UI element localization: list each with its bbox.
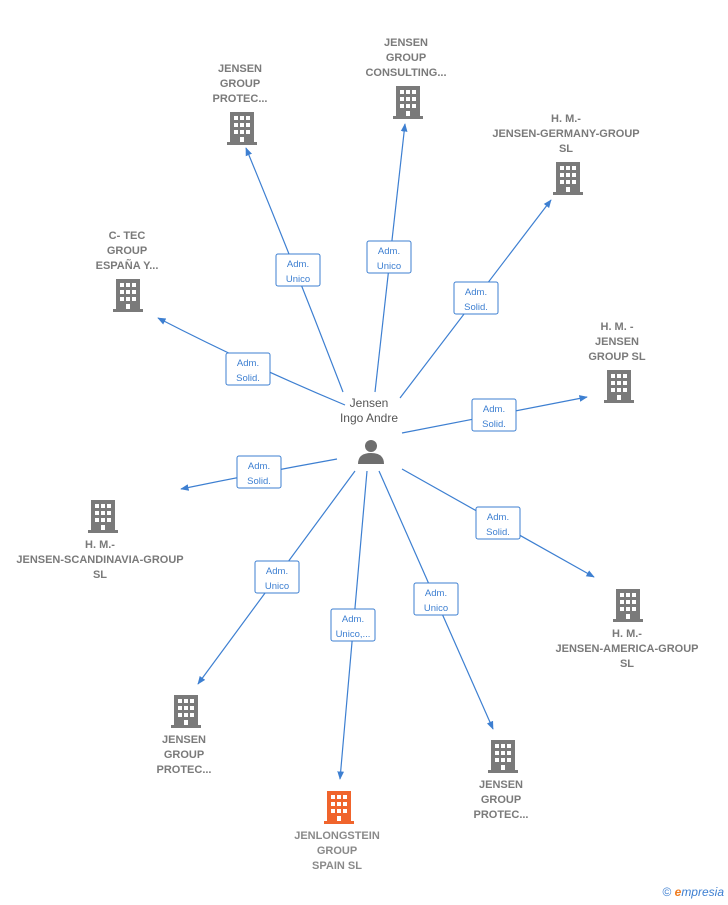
company-name-line: H. M. - (601, 321, 634, 333)
building-icon[interactable] (553, 162, 583, 195)
company-name-line: JENSEN-SCANDINAVIA-GROUP (16, 554, 183, 566)
relation-text: Adm. (487, 512, 509, 523)
building-icon[interactable] (88, 500, 118, 533)
building-icon[interactable] (113, 279, 143, 312)
company-name-line: H. M.- (551, 113, 581, 125)
company-name-n10[interactable]: JENSEN GROUP PROTEC... (473, 779, 528, 821)
company-name-n9[interactable]: JENLONGSTEIN GROUP SPAIN SL (294, 830, 380, 872)
company-name-n5[interactable]: H. M. - JENSEN GROUP SL (588, 321, 646, 363)
company-name-line: GROUP (386, 52, 426, 64)
company-name-line: JENSEN (479, 779, 523, 791)
relation-label-n7[interactable]: Adm. Solid. (475, 506, 521, 540)
company-name-line: PROTEC... (212, 93, 267, 105)
relation-label-n10[interactable]: Adm. Unico (413, 582, 459, 616)
relation-text: Adm. (425, 588, 447, 599)
relation-label-n3[interactable]: Adm. Solid. (453, 281, 499, 315)
company-name-n1[interactable]: JENSEN GROUP PROTEC... (212, 63, 267, 105)
copyright-symbol: © (662, 885, 672, 899)
company-name-line: JENLONGSTEIN (294, 830, 380, 842)
company-name-line: JENSEN-GERMANY-GROUP (492, 128, 639, 140)
company-name-n8[interactable]: JENSEN GROUP PROTEC... (156, 734, 211, 776)
relation-text: Adm. (287, 259, 309, 270)
company-name-line: PROTEC... (156, 764, 211, 776)
relation-label-n2[interactable]: Adm. Unico (366, 240, 412, 274)
relation-text: Unico,... (336, 629, 371, 640)
company-name-line: SL (559, 143, 573, 155)
company-name-line: GROUP SL (588, 351, 646, 363)
company-name-line: SL (620, 658, 634, 670)
relation-label-n8[interactable]: Adm. Unico (254, 560, 300, 594)
relation-text: Adm. (237, 358, 259, 369)
relation-text: Solid. (236, 373, 260, 384)
company-name-line: GROUP (220, 78, 260, 90)
company-name-n3[interactable]: H. M.- JENSEN-GERMANY-GROUP SL (492, 113, 639, 155)
company-name-line: GROUP (481, 794, 521, 806)
person-name-line: Ingo Andre (340, 411, 398, 425)
building-icon[interactable] (488, 740, 518, 773)
company-name-line: PROTEC... (473, 809, 528, 821)
company-name-line: JENSEN-AMERICA-GROUP (555, 643, 698, 655)
building-icon[interactable] (324, 791, 354, 824)
company-name-line: GROUP (317, 845, 357, 857)
company-name-line: JENSEN (162, 734, 206, 746)
company-name-n6[interactable]: H. M.- JENSEN-SCANDINAVIA-GROUP SL (16, 539, 183, 581)
person-name-line: Jensen (350, 396, 389, 410)
relation-text: Solid. (464, 302, 488, 313)
relation-text: Solid. (247, 476, 271, 487)
relation-label-n6[interactable]: Adm. Solid. (236, 455, 282, 489)
relation-label-n1[interactable]: Adm. Unico (275, 253, 321, 287)
company-name-n2[interactable]: JENSEN GROUP CONSULTING... (365, 37, 446, 79)
relation-text: Unico (377, 261, 401, 272)
company-name-line: SL (93, 569, 107, 581)
relation-text: Adm. (266, 566, 288, 577)
relation-text: Unico (265, 581, 289, 592)
company-name-line: GROUP (164, 749, 204, 761)
relation-label-n5[interactable]: Adm. Solid. (471, 398, 517, 432)
brand-initial: e (674, 885, 682, 899)
relation-text: Adm. (465, 287, 487, 298)
company-name-line: H. M.- (612, 628, 642, 640)
relation-label-n4[interactable]: Adm. Solid. (225, 352, 271, 386)
company-name-line: H. M.- (85, 539, 115, 551)
building-icon[interactable] (171, 695, 201, 728)
relation-text: Unico (424, 603, 448, 614)
company-name-line: SPAIN SL (312, 860, 362, 872)
building-icon[interactable] (613, 589, 643, 622)
relation-text: Solid. (486, 527, 510, 538)
watermark: © empresia (662, 885, 724, 899)
company-name-line: JENSEN (384, 37, 428, 49)
company-name-line: C- TEC (109, 230, 146, 242)
relation-label-n9[interactable]: Adm. Unico,... (330, 608, 376, 642)
relation-text: Adm. (342, 614, 364, 625)
company-name-line: CONSULTING... (365, 67, 446, 79)
relation-text: Adm. (378, 246, 400, 257)
brand-name: mpresia (681, 885, 724, 899)
company-name-n4[interactable]: C- TEC GROUP ESPAÑA Y... (96, 230, 159, 272)
relation-text: Solid. (482, 419, 506, 430)
company-name-line: JENSEN (595, 336, 639, 348)
person-icon[interactable] (358, 440, 384, 464)
building-icon[interactable] (227, 112, 257, 145)
relation-text: Unico (286, 274, 310, 285)
company-name-line: ESPAÑA Y... (96, 259, 159, 272)
building-icon[interactable] (604, 370, 634, 403)
relation-text: Adm. (248, 461, 270, 472)
company-name-n7[interactable]: H. M.- JENSEN-AMERICA-GROUP SL (555, 628, 698, 670)
relation-text: Adm. (483, 404, 505, 415)
company-name-line: GROUP (107, 245, 147, 257)
company-name-line: JENSEN (218, 63, 262, 75)
building-icon[interactable] (393, 86, 423, 119)
